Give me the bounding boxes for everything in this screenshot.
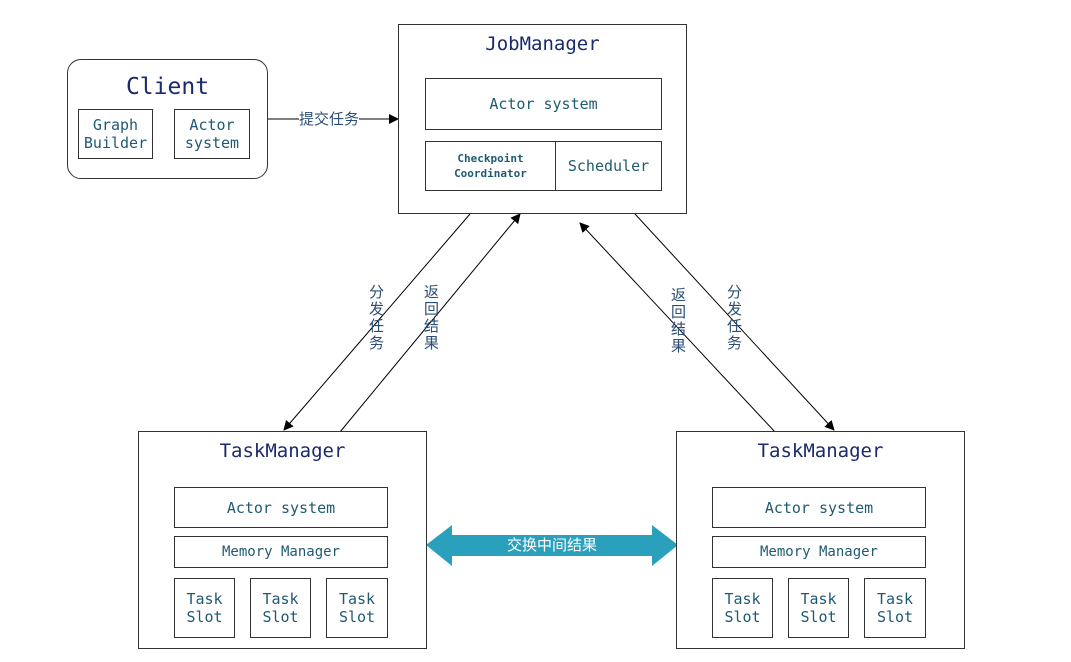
- tm-left-task-slot: Task Slot: [174, 578, 235, 638]
- tm-left-task-slot: Task Slot: [326, 578, 388, 638]
- client-actor-system-box: Actor system: [174, 109, 250, 159]
- left-dispatch-label: 分发任务: [367, 284, 385, 352]
- tm-right-task-slot: Task Slot: [788, 578, 849, 638]
- graph-builder-box: Graph Builder: [78, 109, 153, 159]
- jobmanager-title: JobManager: [485, 33, 600, 55]
- taskmanager-right-box: TaskManager Actor system Memory Manager …: [676, 431, 965, 649]
- right-return-arrow: [579, 222, 776, 433]
- right-dispatch-label: 分发任务: [725, 284, 743, 352]
- tm-left-memory-manager-box: Memory Manager: [174, 536, 388, 568]
- exchange-double-arrow: [426, 525, 678, 566]
- tm-right-task-slot: Task Slot: [864, 578, 926, 638]
- client-title: Client: [125, 74, 210, 100]
- taskmanager-right-title: TaskManager: [757, 440, 884, 462]
- tm-left-task-slot: Task Slot: [250, 578, 311, 638]
- left-return-arrow: [339, 213, 521, 433]
- left-return-label: 返回结果: [422, 284, 440, 352]
- left-dispatch-arrow: [283, 213, 471, 431]
- tm-right-task-slot: Task Slot: [712, 578, 773, 638]
- taskmanager-left-title: TaskManager: [219, 440, 346, 462]
- submit-task-label: 提交任务: [299, 108, 360, 129]
- jobmanager-actor-system-box: Actor system: [425, 78, 662, 130]
- jobmanager-box: JobManager Actor system Checkpoint Coord…: [398, 24, 687, 214]
- checkpoint-coordinator-box: Checkpoint Coordinator: [425, 141, 556, 191]
- right-return-label: 返回结果: [669, 287, 687, 355]
- tm-right-memory-manager-box: Memory Manager: [712, 536, 926, 568]
- scheduler-box: Scheduler: [555, 141, 662, 191]
- right-dispatch-arrow: [634, 213, 835, 431]
- exchange-label: 交换中间结果: [506, 536, 597, 554]
- tm-left-actor-system-box: Actor system: [174, 487, 388, 528]
- tm-right-actor-system-box: Actor system: [712, 487, 926, 528]
- taskmanager-left-box: TaskManager Actor system Memory Manager …: [138, 431, 427, 649]
- client-box: Client Graph Builder Actor system: [67, 59, 268, 179]
